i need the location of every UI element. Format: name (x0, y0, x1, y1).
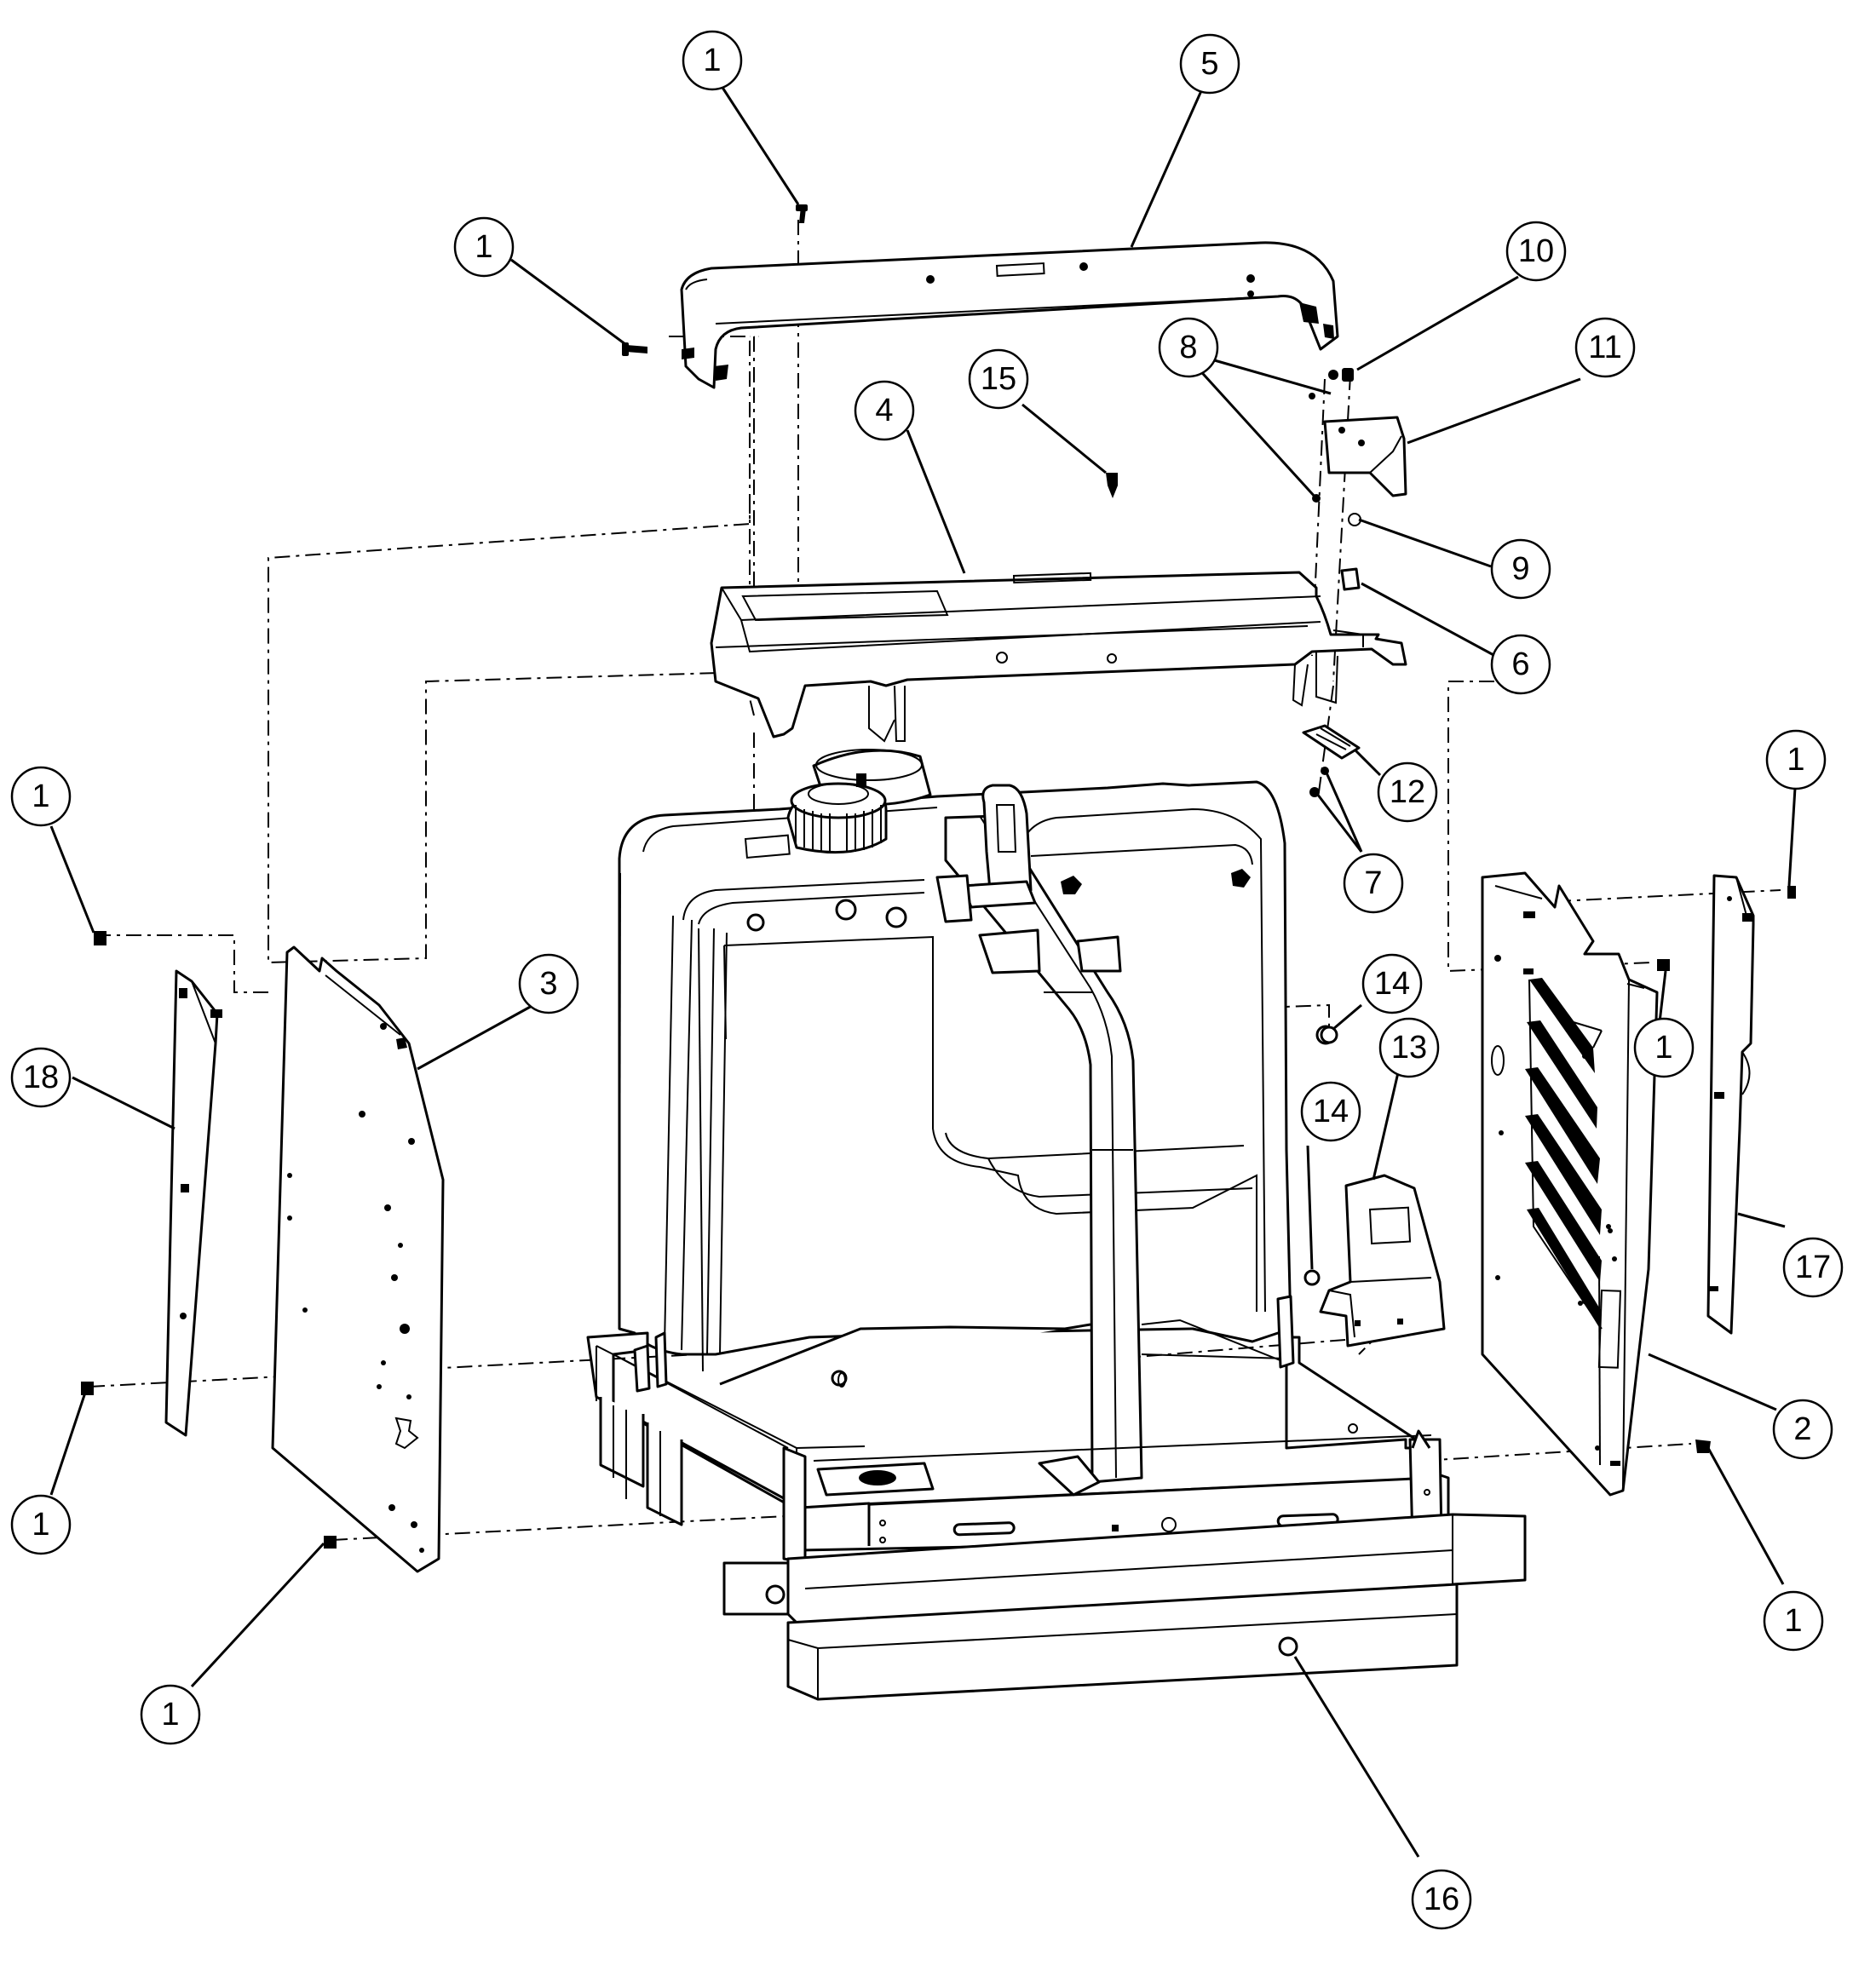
callout-1-upper-left: 1 (453, 216, 515, 278)
callout-11: 11 (1574, 317, 1636, 378)
bracket-part-11 (1323, 416, 1407, 497)
leader-lines (49, 80, 1797, 1858)
svg-text:17: 17 (1795, 1250, 1831, 1285)
svg-text:1: 1 (161, 1697, 179, 1733)
callout-7: 7 (1343, 853, 1404, 914)
svg-text:1: 1 (1654, 1030, 1672, 1066)
svg-text:1: 1 (32, 779, 49, 814)
bracket-part-13 (1319, 1174, 1446, 1348)
svg-text:1: 1 (703, 43, 721, 78)
svg-text:1: 1 (32, 1507, 49, 1543)
tank-and-frame-assembly (586, 749, 1527, 1701)
callout-1-right-mid: 1 (1633, 1017, 1695, 1078)
svg-text:11: 11 (1588, 330, 1621, 365)
svg-text:16: 16 (1424, 1882, 1459, 1917)
callout-12: 12 (1377, 761, 1438, 823)
svg-text:5: 5 (1200, 46, 1218, 82)
svg-text:4: 4 (875, 393, 893, 428)
callout-4: 4 (854, 380, 915, 441)
svg-text:3: 3 (539, 966, 557, 1002)
strip-part-18 (164, 969, 222, 1437)
callout-14-upper: 14 (1361, 953, 1423, 1014)
top-cover-part-5 (680, 241, 1339, 389)
left-panel-part-3 (271, 945, 445, 1573)
callout-16: 16 (1411, 1869, 1472, 1930)
small-bracket-part-6 (1340, 567, 1361, 591)
svg-text:1: 1 (1784, 1603, 1802, 1639)
callout-17: 17 (1782, 1237, 1844, 1298)
callout-1-bottom-left: 1 (140, 1684, 201, 1745)
strip-part-17 (1706, 874, 1755, 1335)
callout-1-right-top: 1 (1765, 729, 1827, 790)
top-panel-part-4 (710, 571, 1407, 743)
callout-10: 10 (1505, 221, 1567, 282)
plug-part-16 (1278, 1636, 1298, 1657)
svg-text:13: 13 (1391, 1030, 1427, 1066)
callout-14-lower: 14 (1300, 1081, 1361, 1142)
callout-1-left-bottom: 1 (10, 1494, 72, 1555)
nut-part-14 (1320, 1026, 1338, 1044)
svg-text:18: 18 (23, 1060, 59, 1095)
callout-6: 6 (1490, 634, 1551, 695)
callout-3: 3 (518, 953, 579, 1014)
callout-9: 9 (1490, 538, 1551, 600)
callout-5: 5 (1179, 33, 1240, 95)
svg-text:14: 14 (1313, 1094, 1349, 1129)
callout-2: 2 (1772, 1399, 1833, 1460)
svg-text:2: 2 (1793, 1411, 1811, 1447)
callout-13: 13 (1378, 1017, 1440, 1078)
svg-text:8: 8 (1179, 330, 1197, 365)
svg-text:6: 6 (1511, 646, 1529, 682)
svg-text:1: 1 (475, 229, 492, 265)
callout-18: 18 (10, 1047, 72, 1108)
svg-text:1: 1 (1787, 742, 1804, 778)
hinge-part-12 (1302, 724, 1361, 760)
svg-text:10: 10 (1518, 233, 1554, 269)
callout-1-top: 1 (682, 30, 743, 91)
svg-text:9: 9 (1511, 551, 1529, 587)
right-panel-part-2 (1481, 871, 1659, 1497)
callout-8: 8 (1158, 317, 1219, 378)
svg-text:15: 15 (981, 361, 1016, 397)
callout-15: 15 (968, 348, 1029, 410)
svg-text:14: 14 (1374, 966, 1410, 1002)
callout-1-right-bottom: 1 (1763, 1590, 1824, 1652)
callout-1-left-top: 1 (10, 766, 72, 827)
svg-text:7: 7 (1364, 865, 1382, 901)
svg-text:12: 12 (1390, 774, 1425, 810)
